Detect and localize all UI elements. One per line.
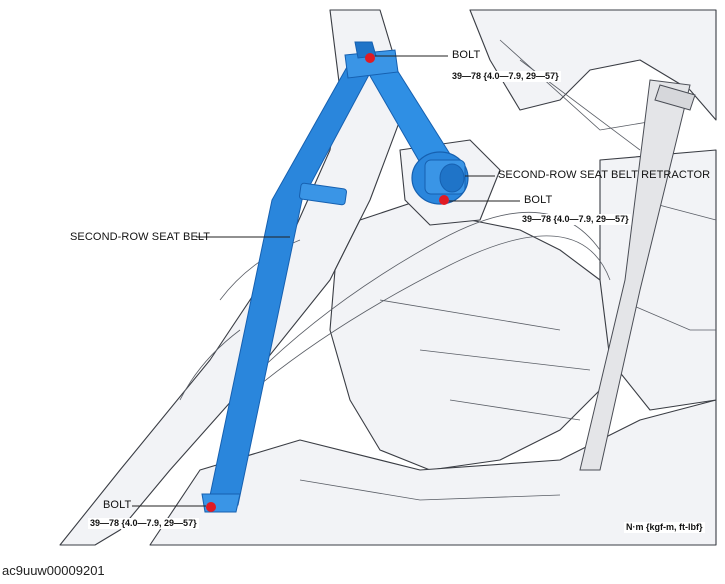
bolt-marker-bottom: [206, 502, 216, 512]
torque-spec-mid: 39—78 {4.0—7.9, 29—57}: [520, 214, 631, 225]
leader-lines: [132, 55, 520, 507]
torque-units-note: N·m {kgf-m, ft-lbf}: [624, 522, 705, 533]
opposite-seat-belt: [579, 79, 696, 471]
bolt-label-top: BOLT: [452, 49, 481, 61]
seat-belt-label: SECOND-ROW SEAT BELT: [70, 231, 211, 243]
torque-spec-bottom: 39—78 {4.0—7.9, 29—57}: [88, 518, 199, 529]
seat-belt-retractor: [411, 151, 469, 205]
bolt-marker-mid: [439, 195, 449, 205]
torque-spec-top: 39—78 {4.0—7.9, 29—57}: [450, 71, 561, 82]
figure-id-caption: ac9uuw00009201: [2, 563, 105, 578]
bolt-marker-top: [365, 53, 375, 63]
second-row-seat-belt: [201, 41, 461, 513]
bolt-label-mid: BOLT: [524, 194, 553, 206]
bolt-label-bottom: BOLT: [103, 499, 132, 511]
retractor-label: SECOND-ROW SEAT BELT RETRACTOR: [498, 169, 711, 181]
